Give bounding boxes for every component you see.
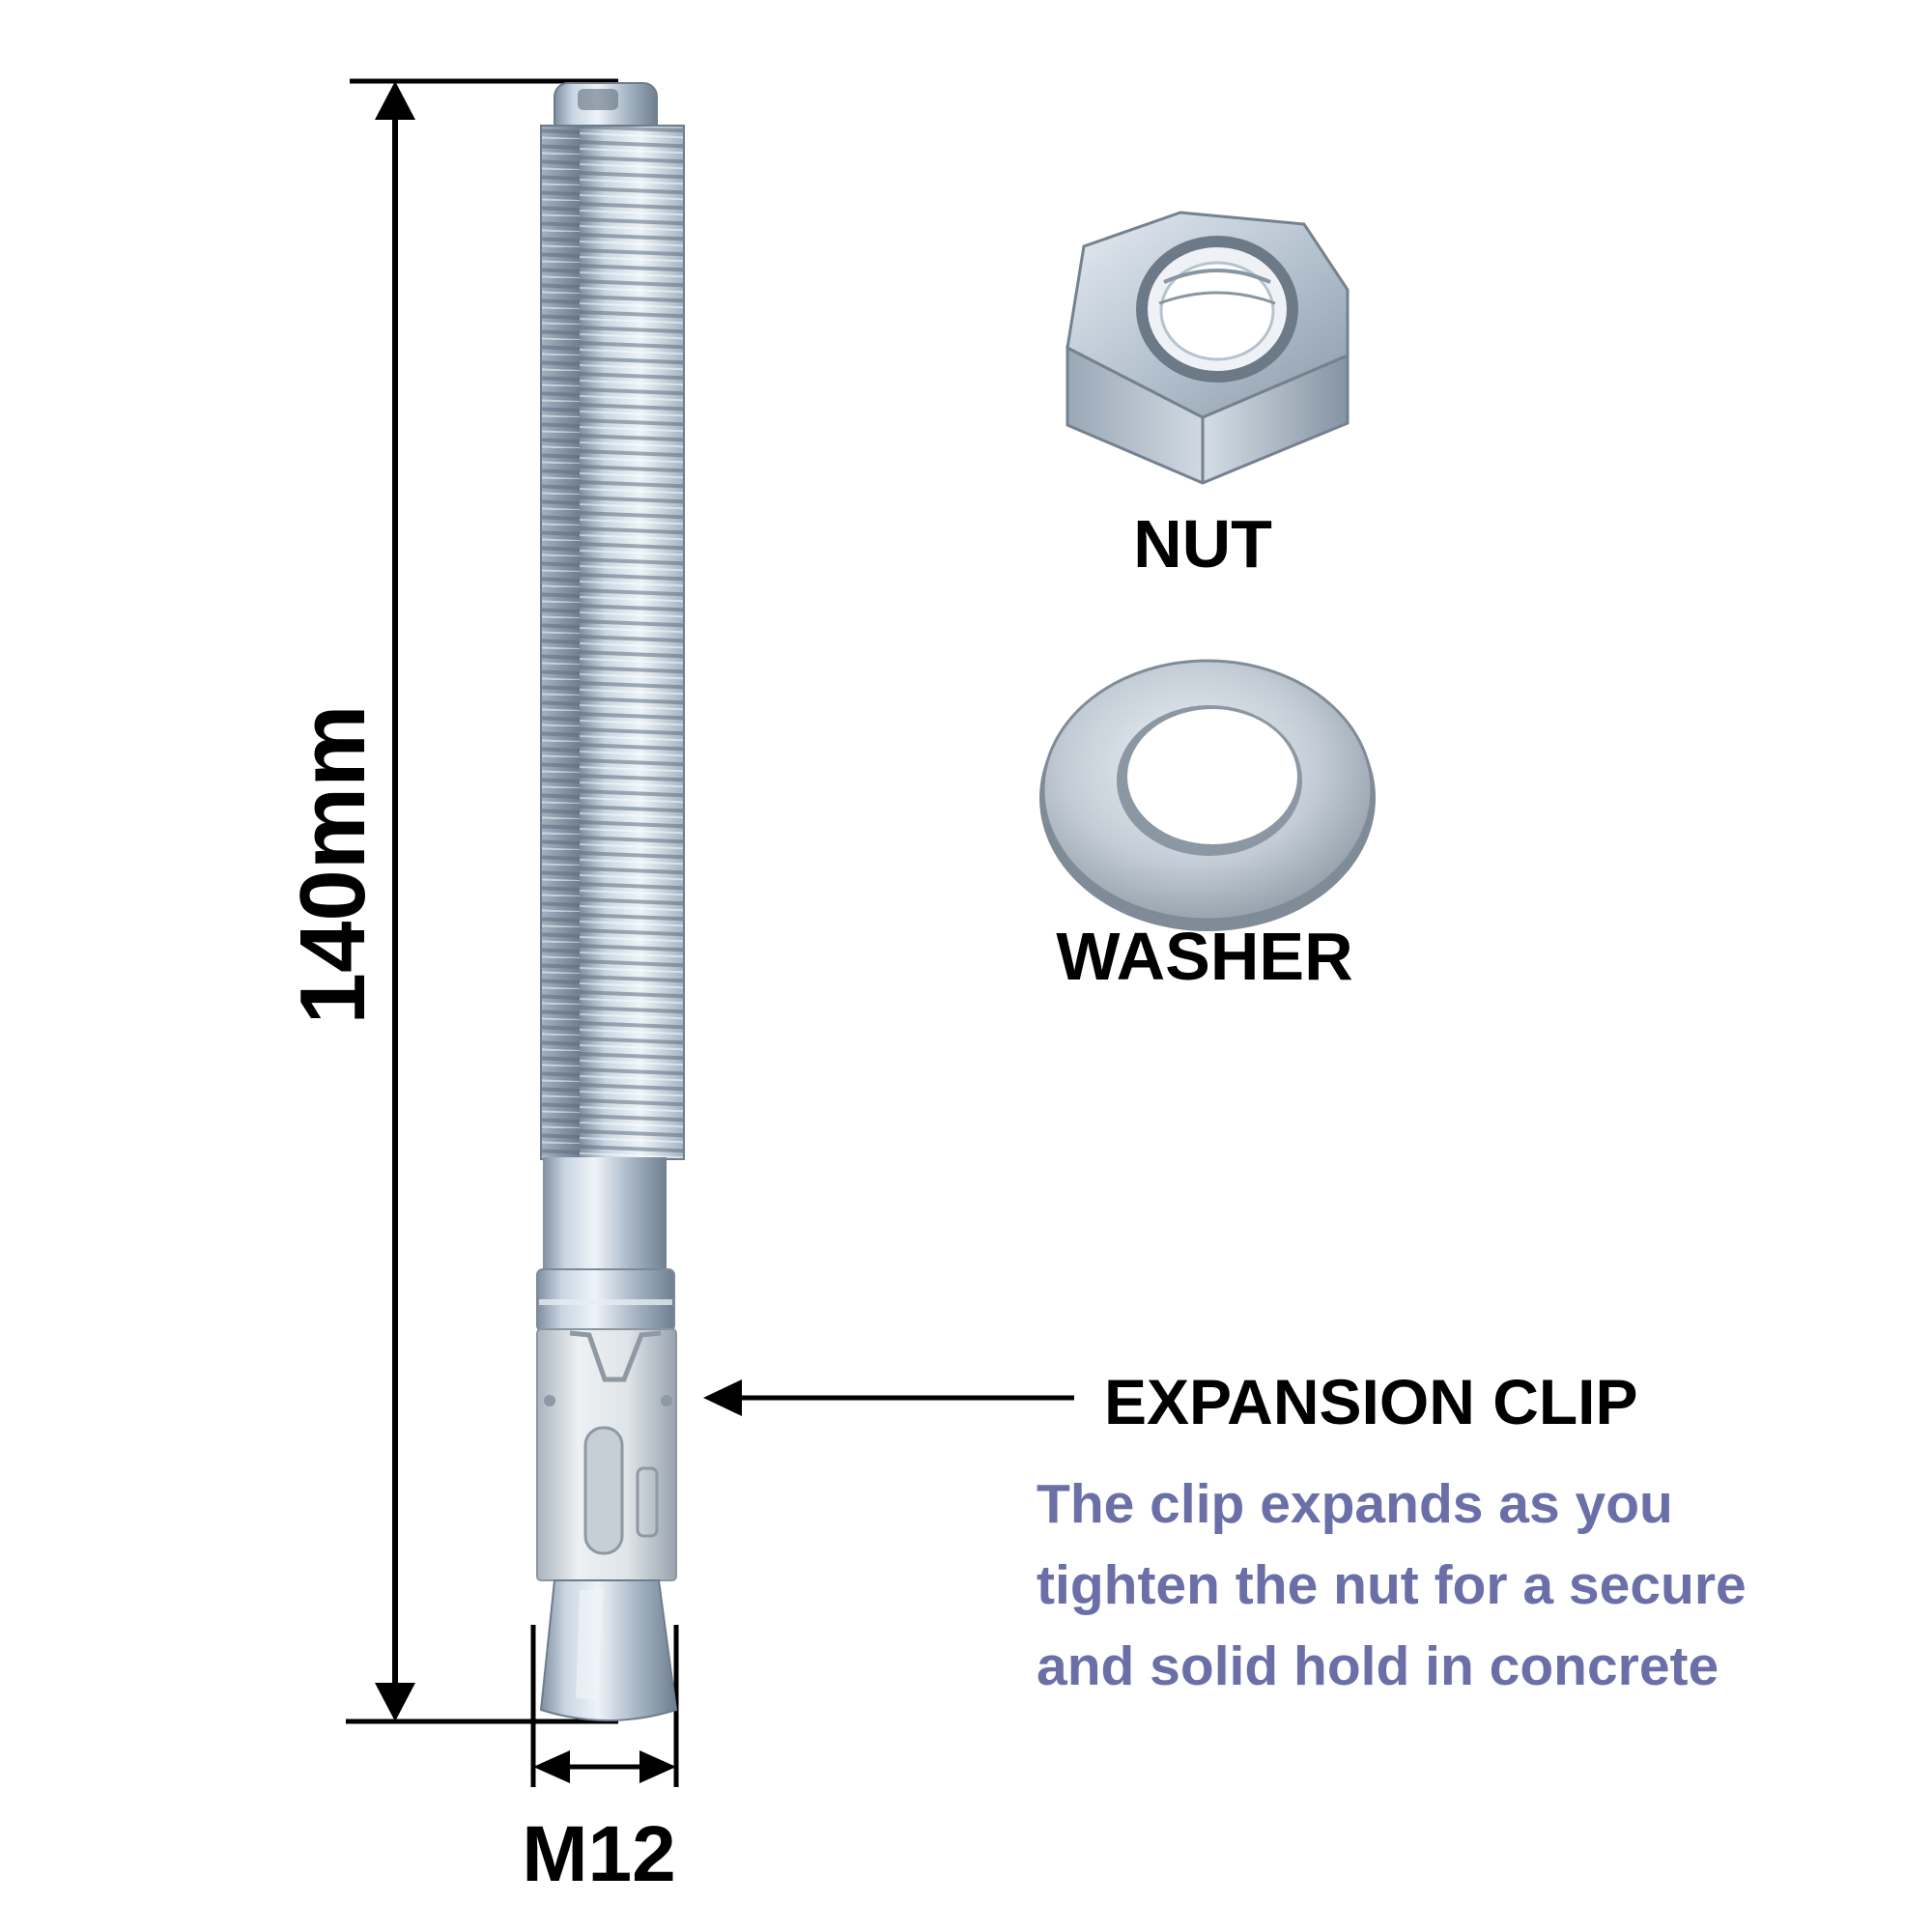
expansion-clip-description: The clip expands as you tighten the nut … [1037,1463,1747,1707]
description-line: The clip expands as you [1037,1473,1673,1535]
expansion-clip-title: EXPANSION CLIP [1104,1366,1638,1437]
washer-icon [1039,659,1376,931]
expansion-clip-part [536,1328,677,1581]
washer-label: WASHER [1056,919,1353,994]
description-line: tighten the nut for a secure [1037,1554,1747,1616]
length-dimension [346,78,618,1724]
hex-nut-icon [1065,211,1350,485]
wedge-anchor-bolt-icon [536,82,685,1721]
length-dimension-label: 140mm [281,704,384,1025]
nut-label: NUT [1133,506,1272,582]
callout-arrow [703,1379,1074,1416]
diameter-dimension-label: M12 [522,1810,676,1898]
description-line: and solid hold in concrete [1037,1635,1719,1697]
